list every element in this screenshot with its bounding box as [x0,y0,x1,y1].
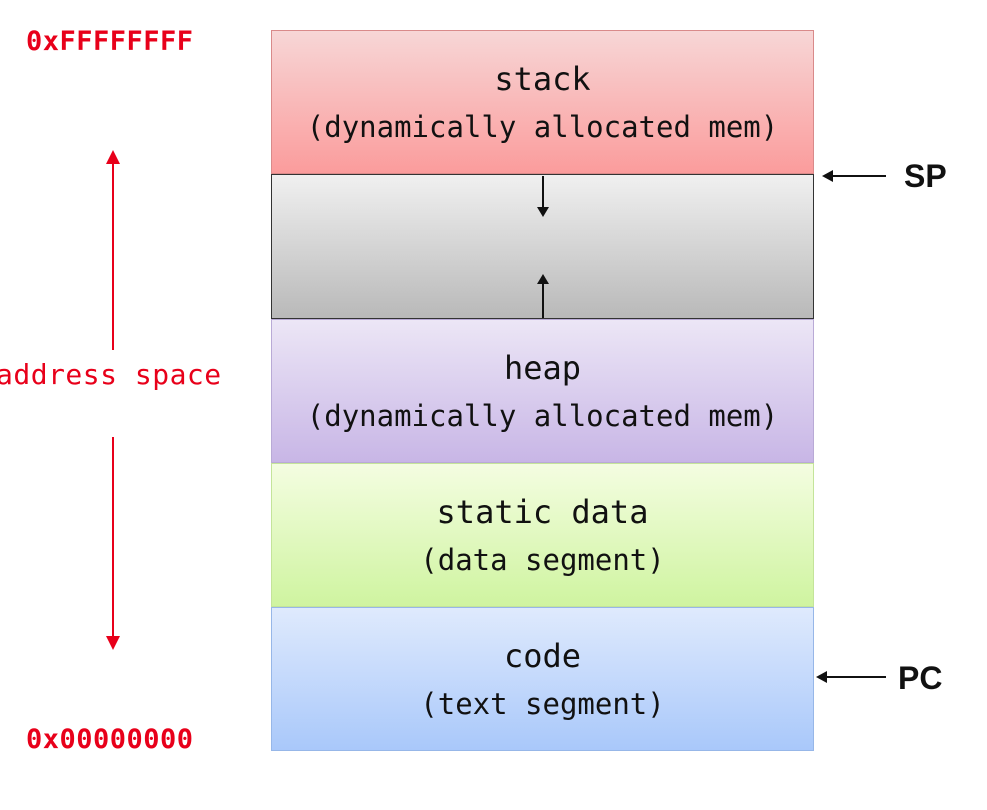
heap-segment-title: heap [503,349,582,387]
stack-segment: stack (dynamically allocated mem) [271,30,814,174]
heap-segment-subtitle: (dynamically allocated mem) [306,399,779,433]
static-data-segment-title: static data [436,493,649,531]
pc-label: PC [898,660,943,696]
pc-arrow-icon [816,671,827,683]
static-data-segment-subtitle: (data segment) [420,543,665,577]
stack-segment-subtitle: (dynamically allocated mem) [306,110,779,144]
stack-growth-arrow-icon [537,207,549,217]
heap-segment: heap (dynamically allocated mem) [271,319,814,463]
sp-arrow-icon [822,170,833,182]
stack-segment-title: stack [494,60,591,98]
code-segment: code (text segment) [271,607,814,751]
sp-label: SP [904,158,947,194]
heap-growth-arrow-icon [537,274,549,284]
sp-arrow-line [832,175,886,177]
address-range-up-arrow-icon [106,150,120,164]
top-address-label: 0xFFFFFFFF [26,26,194,57]
code-segment-title: code [503,637,582,675]
code-segment-subtitle: (text segment) [420,687,665,721]
static-data-segment: static data (data segment) [271,463,814,607]
heap-growth-line [542,283,544,318]
pc-arrow-line [826,676,886,678]
stack-growth-line [542,176,544,208]
address-range-lower-line [112,437,114,640]
address-space-label: address space [0,358,222,391]
bottom-address-label: 0x00000000 [26,724,194,755]
address-range-upper-line [112,160,114,350]
address-range-down-arrow-icon [106,636,120,650]
